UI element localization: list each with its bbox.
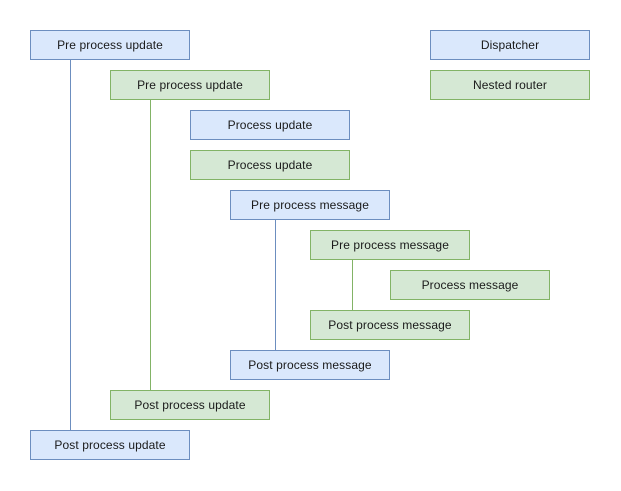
edge-pre-process-update-to-post-process-update	[70, 60, 71, 430]
node-post-process-update-dispatcher[interactable]: Post process update	[30, 430, 190, 460]
legend-item-label: Dispatcher	[480, 38, 540, 52]
node-label: Post process message	[248, 358, 372, 372]
node-label: Process update	[227, 158, 313, 172]
node-label: Process update	[227, 118, 313, 132]
node-label: Pre process message	[251, 198, 369, 212]
node-process-message-router[interactable]: Process message	[390, 270, 550, 300]
node-label: Post process update	[134, 398, 246, 412]
node-label: Pre process message	[331, 238, 449, 252]
node-post-process-message-router[interactable]: Post process message	[310, 310, 470, 340]
node-pre-process-message-router[interactable]: Pre process message	[310, 230, 470, 260]
edge-router-pre-process-message-to-post-process-message	[352, 260, 353, 310]
node-label: Pre process update	[137, 78, 243, 92]
node-label: Pre process update	[57, 38, 163, 52]
node-label: Post process update	[54, 438, 166, 452]
node-process-update-dispatcher[interactable]: Process update	[190, 110, 350, 140]
legend-item-label: Nested router	[472, 78, 547, 92]
node-post-process-update-router[interactable]: Post process update	[110, 390, 270, 420]
node-post-process-message-dispatcher[interactable]: Post process message	[230, 350, 390, 380]
node-process-update-router[interactable]: Process update	[190, 150, 350, 180]
node-label: Process message	[421, 278, 519, 292]
legend-item-dispatcher[interactable]: Dispatcher	[430, 30, 590, 60]
edge-router-pre-process-update-to-post-process-update	[150, 100, 151, 390]
node-pre-process-update-router[interactable]: Pre process update	[110, 70, 270, 100]
edge-pre-process-message-to-post-process-message	[275, 220, 276, 350]
node-pre-process-update-dispatcher[interactable]: Pre process update	[30, 30, 190, 60]
node-label: Post process message	[328, 318, 452, 332]
legend-item-nested-router[interactable]: Nested router	[430, 70, 590, 100]
node-pre-process-message-dispatcher[interactable]: Pre process message	[230, 190, 390, 220]
